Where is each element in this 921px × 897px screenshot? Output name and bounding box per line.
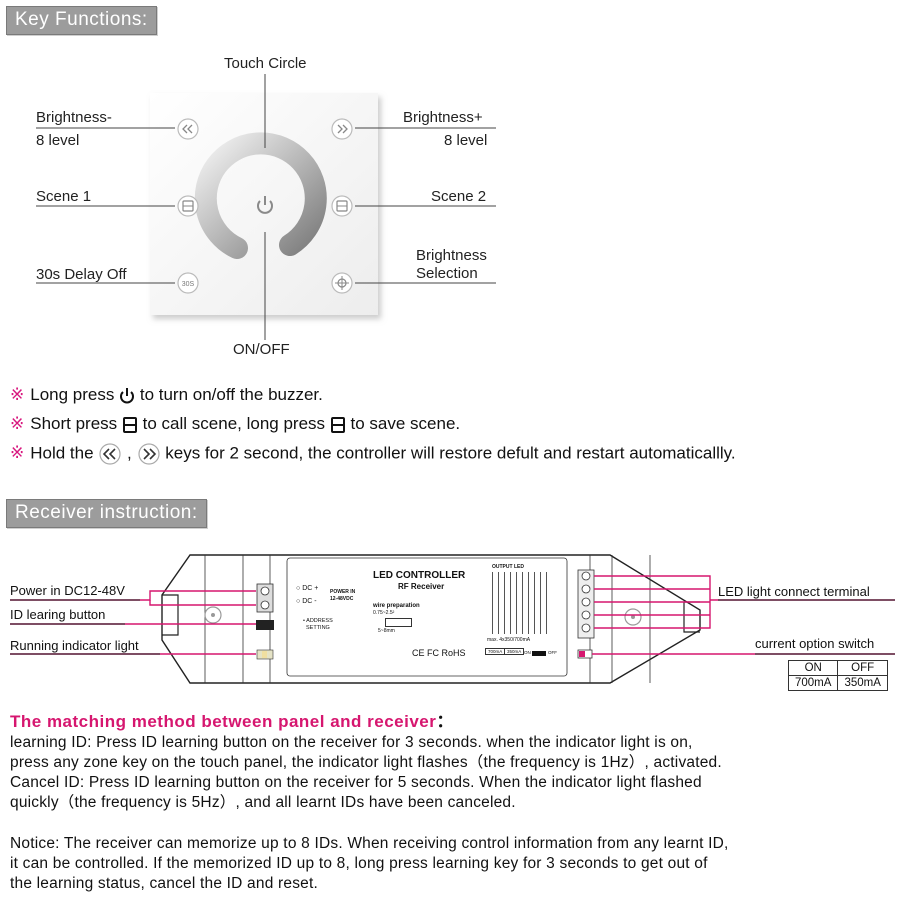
matching-line-2: press any zone key on the touch panel, t… <box>10 754 722 771</box>
notice-line-3: the learning status, cancel the ID and r… <box>10 875 318 892</box>
brightness-plus-key-icon <box>331 118 353 140</box>
id-button-callout: ID learing button <box>10 607 106 622</box>
id-learning-button <box>256 620 274 630</box>
delay-off-key-icon: 30S <box>177 272 199 294</box>
key-functions-header: Key Functions: <box>6 6 157 35</box>
matching-line-4: quickly（the frequency is 5Hz）, and all l… <box>10 794 516 811</box>
indicator-callout: Running indicator light <box>10 638 139 653</box>
scene2-key-icon <box>331 195 353 217</box>
screw-hole-right <box>624 608 642 626</box>
switch-700-label: 700mA <box>485 648 506 655</box>
brightness-plus-level-label: 8 level <box>444 132 488 149</box>
switch-on-label: ON <box>524 650 531 655</box>
touch-panel-diagram: 30S <box>36 74 496 340</box>
option-on-header: ON <box>787 660 839 676</box>
note-reset: ※Hold the , keys for 2 second, the contr… <box>10 443 736 465</box>
on-off-label: ON/OFF <box>233 341 290 358</box>
switch-350-label: 350mA <box>504 648 525 655</box>
note-mark: ※ <box>10 414 25 433</box>
label-underlines <box>10 599 895 655</box>
matching-line-3: Cancel ID: Press ID learning button on t… <box>10 774 702 791</box>
address-label: • ADDRESS <box>303 618 333 624</box>
output-led-label: OUTPUT LED <box>492 564 524 570</box>
delay-off-label: 30s Delay Off <box>36 266 127 283</box>
note-mark: ※ <box>10 385 25 404</box>
switch-off-label: OFF <box>548 650 557 655</box>
scene-save-icon <box>330 416 345 433</box>
receiver-diagram <box>10 554 895 684</box>
wire-size-label: 0.75~2.5² <box>373 610 395 616</box>
switch-drawing <box>532 651 546 656</box>
brightness-minus-icon <box>99 443 121 465</box>
device-title: LED CONTROLLER <box>373 570 466 581</box>
output-wiring-grid <box>487 572 547 634</box>
scene2-label: Scene 2 <box>431 188 487 205</box>
brightness-plus-label: Brightness+ <box>403 109 483 126</box>
option-on-value: 700mA <box>787 675 839 691</box>
strip-length-label: 5~8mm <box>378 628 395 634</box>
touch-ring <box>194 132 327 259</box>
option-off-header: OFF <box>837 660 888 676</box>
note-buzzer: ※Long press to turn on/off the buzzer. <box>10 385 323 404</box>
note-scene: ※Short press to call scene, long press t… <box>10 414 461 433</box>
setting-label: SETTING <box>306 625 330 631</box>
key-30s-text: 30S <box>182 281 195 288</box>
note-mark: ※ <box>10 443 25 463</box>
leader-lines <box>36 74 496 340</box>
wire-strip-drawing <box>385 618 412 627</box>
brightness-minus-key-icon <box>177 118 199 140</box>
power-in-callout: Power in DC12-48V <box>10 583 125 598</box>
wire-prep-label: wire preparation <box>373 603 420 609</box>
option-off-value: 350mA <box>837 675 888 691</box>
matching-line-1: learning ID: Press ID learning button on… <box>10 734 693 751</box>
option-switch-callout: current option switch <box>755 636 875 651</box>
device-subtitle: RF Receiver <box>398 582 445 591</box>
led-terminal-callout: LED light connect terminal <box>718 584 870 599</box>
matching-title: The matching method between panel and re… <box>10 712 454 731</box>
dc-minus-label: ○ DC - <box>296 598 317 605</box>
dc-plus-label: ○ DC + <box>296 585 319 592</box>
power-icon <box>120 387 135 403</box>
notice-line-1: Notice: The receiver can memorize up to … <box>10 835 729 852</box>
cert-label: CE FC RoHS <box>412 648 466 658</box>
brightness-plus-icon <box>137 443 160 465</box>
power-in-label: POWER IN <box>330 589 356 595</box>
screw-hole-left <box>204 606 222 624</box>
brightness-selection-key-icon <box>331 272 353 294</box>
brightness-minus-label: Brightness- <box>36 109 112 126</box>
scene1-key-icon <box>177 195 199 217</box>
touch-circle-label: Touch Circle <box>224 55 307 72</box>
power-icon <box>257 196 273 214</box>
current-options-table: ON OFF 700mA 350mA <box>787 660 888 691</box>
voltage-label: 12-48VDC <box>330 596 354 602</box>
scene1-label: Scene 1 <box>36 188 92 205</box>
brightness-minus-level-label: 8 level <box>36 132 80 149</box>
notice-line-2: it can be controlled. If the memorized I… <box>10 855 708 872</box>
brightness-selection-label: Brightness <box>416 247 487 264</box>
max-current-label: max. 4x350/700mA <box>487 637 531 643</box>
receiver-header: Receiver instruction: <box>6 499 207 528</box>
brightness-selection-label-2: Selection <box>416 265 478 282</box>
scene-save-icon <box>122 416 137 433</box>
